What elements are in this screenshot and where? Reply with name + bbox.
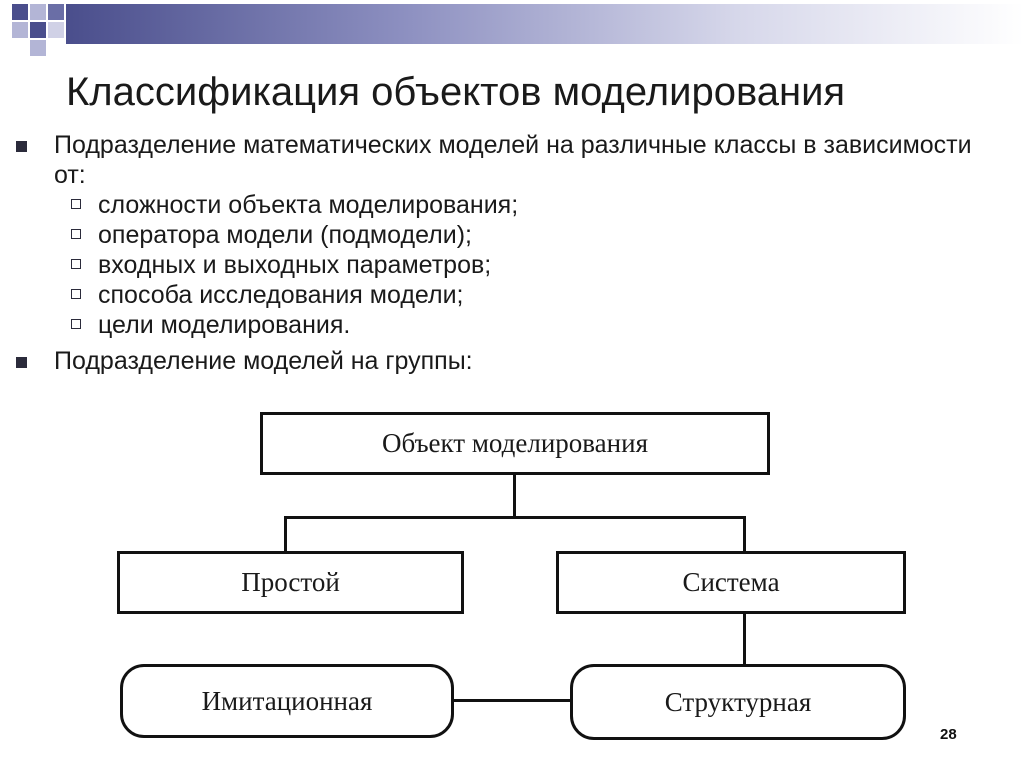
hollow-square-bullet-icon	[71, 289, 81, 299]
decor-square	[30, 4, 46, 20]
node-imitation: Имитационная	[120, 664, 454, 738]
decor-square	[30, 40, 46, 56]
sub-bullet-text: входных и выходных параметров;	[98, 251, 492, 279]
bullet-item: Подразделение моделей на группы:	[14, 346, 974, 376]
sub-bullet-text: способа исследования модели;	[98, 281, 464, 309]
node-structural: Структурная	[570, 664, 906, 740]
page-number: 28	[940, 726, 957, 743]
sub-bullet-text: оператора модели (подмодели);	[98, 221, 472, 249]
connector-line	[513, 474, 516, 518]
connector-line	[284, 516, 746, 519]
bullet-item: Подразделение математических моделей на …	[14, 130, 974, 190]
node-system: Система	[556, 551, 906, 614]
connector-line	[743, 516, 746, 552]
sub-bullet-item: сложности объекта моделирования;	[14, 190, 974, 220]
decor-square	[30, 22, 46, 38]
square-bullet-icon	[16, 141, 27, 152]
sub-bullet-text: цели моделирования.	[98, 311, 351, 339]
slide-content: Подразделение математических моделей на …	[14, 130, 974, 376]
square-bullet-icon	[16, 357, 27, 368]
sub-bullet-item: оператора модели (подмодели);	[14, 220, 974, 250]
decor-square	[48, 4, 64, 20]
connector-line	[452, 699, 572, 702]
sub-bullet-item: цели моделирования.	[14, 310, 974, 340]
decor-square	[12, 22, 28, 38]
hollow-square-bullet-icon	[71, 199, 81, 209]
decor-square	[48, 22, 64, 38]
header-gradient-bar	[66, 4, 1024, 44]
node-modeling-object: Объект моделирования	[260, 412, 770, 475]
node-simple: Простой	[117, 551, 464, 614]
decor-square	[12, 4, 28, 20]
bullet-text: Подразделение моделей на группы:	[54, 347, 473, 375]
connector-line	[743, 612, 746, 666]
sub-bullet-item: входных и выходных параметров;	[14, 250, 974, 280]
hollow-square-bullet-icon	[71, 319, 81, 329]
sub-bullet-list: сложности объекта моделирования; операто…	[14, 190, 974, 340]
hollow-square-bullet-icon	[71, 259, 81, 269]
slide-title: Классификация объектов моделирования	[66, 70, 846, 114]
hollow-square-bullet-icon	[71, 229, 81, 239]
sub-bullet-item: способа исследования модели;	[14, 280, 974, 310]
sub-bullet-text: сложности объекта моделирования;	[98, 191, 519, 219]
slide-decoration	[0, 0, 1024, 60]
connector-line	[284, 516, 287, 552]
bullet-text: Подразделение математических моделей на …	[54, 131, 972, 189]
